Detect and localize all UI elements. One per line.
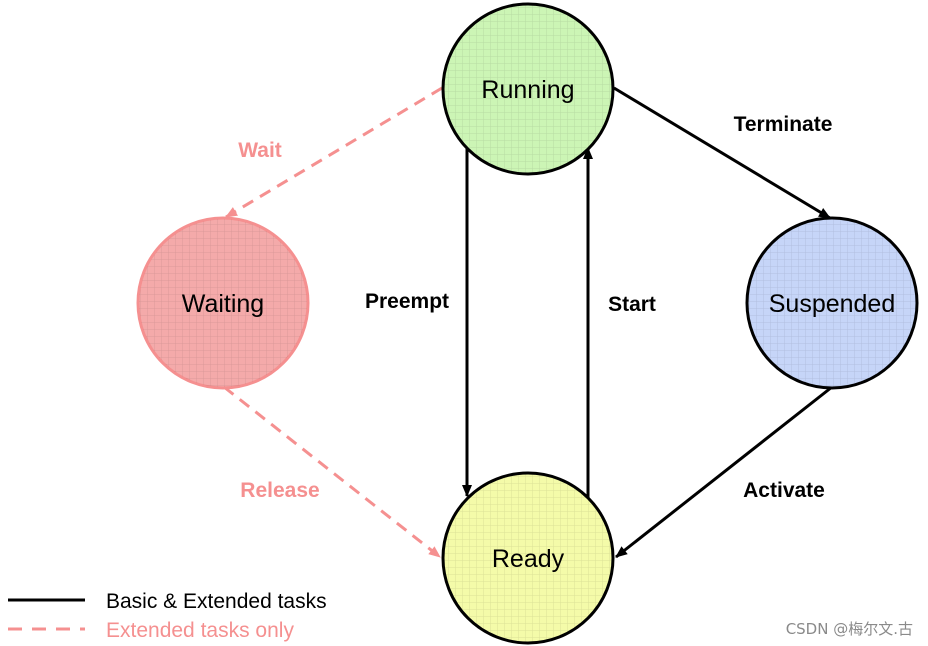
watermark: CSDN @梅尔文.古 — [786, 620, 913, 638]
label-activate: Activate — [743, 479, 825, 502]
state-waiting: Waiting — [136, 216, 310, 390]
state-ready-label: Ready — [492, 545, 565, 573]
legend-extended-label: Extended tasks only — [106, 619, 294, 642]
state-ready: Ready — [441, 471, 615, 645]
edge-wait — [225, 86, 443, 219]
state-running: Running — [441, 2, 615, 176]
edge-release — [223, 385, 441, 559]
state-suspended: Suspended — [745, 216, 919, 390]
legend-basic-label: Basic & Extended tasks — [106, 590, 327, 613]
legend: Basic & Extended tasks Extended tasks on… — [8, 590, 327, 642]
label-start: Start — [608, 293, 656, 316]
state-suspended-label: Suspended — [769, 290, 896, 318]
label-preempt: Preempt — [365, 290, 449, 313]
state-running-label: Running — [481, 76, 574, 104]
state-waiting-label: Waiting — [182, 290, 264, 318]
label-terminate: Terminate — [734, 113, 833, 136]
label-release: Release — [240, 479, 319, 502]
edge-terminate — [613, 86, 831, 220]
label-wait: Wait — [238, 139, 282, 162]
edge-activate — [615, 385, 833, 559]
